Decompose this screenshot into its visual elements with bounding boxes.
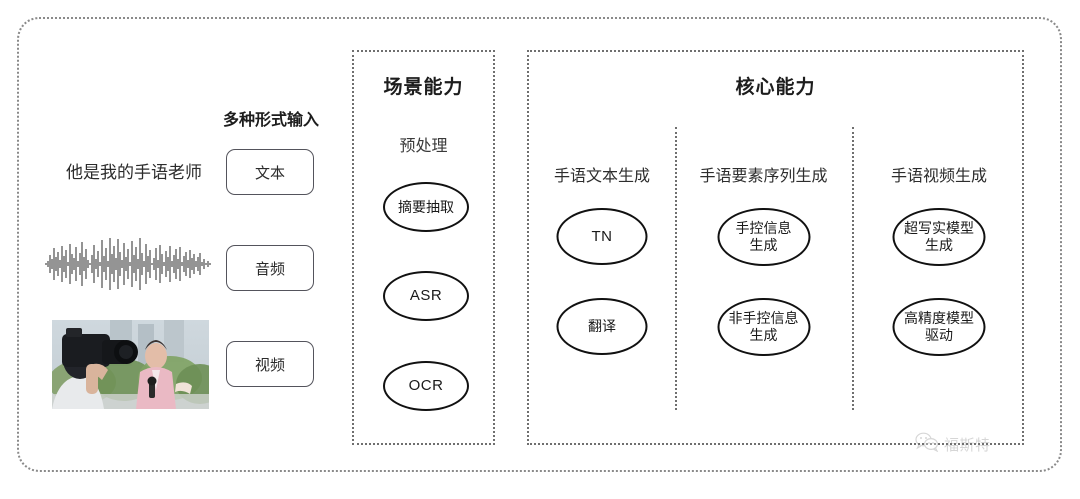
core-column-sign-text: 手语文本生成 TN 翻译 xyxy=(529,52,675,443)
core-column-sign-elements: 手语要素序列生成 手控信息 生成 非手控信息 生成 xyxy=(675,52,852,443)
core-column-sign-video: 手语视频生成 超写实模型 生成 高精度模型 驱动 xyxy=(852,52,1026,443)
node-label-line2: 驱动 xyxy=(925,327,953,343)
video-thumbnail xyxy=(52,320,209,409)
node-ocr[interactable]: OCR xyxy=(383,361,469,411)
audio-waveform-icon xyxy=(44,236,212,292)
node-translation[interactable]: 翻译 xyxy=(556,298,648,355)
node-summary-extraction[interactable]: 摘要抽取 xyxy=(383,182,469,232)
core-column-heading: 手语要素序列生成 xyxy=(699,168,828,185)
diagram-outer-frame xyxy=(17,17,1062,472)
node-label: OCR xyxy=(408,377,444,395)
core-column-heading: 手语视频生成 xyxy=(890,168,987,185)
waveform-svg xyxy=(45,238,211,290)
node-label-line1: 高精度模型 xyxy=(904,310,974,327)
node-label: ASR xyxy=(409,287,443,305)
wechat-icon xyxy=(915,432,939,457)
panel-scene-subtitle: 预处理 xyxy=(399,138,448,155)
core-column-divider-2 xyxy=(852,127,854,410)
watermark-text: 福斯特 xyxy=(944,437,991,454)
panel-core-title: 核心能力 xyxy=(735,77,816,98)
node-asr[interactable]: ASR xyxy=(383,271,469,321)
panel-scene-title: 场景能力 xyxy=(383,77,464,98)
node-label-line2: 生成 xyxy=(749,327,778,343)
input-pill-text[interactable]: 文本 xyxy=(226,149,314,195)
node-high-precision-model-driving[interactable]: 高精度模型 驱动 xyxy=(892,298,986,356)
panel-scene-capability: 场景能力 预处理 摘要抽取 ASR OCR xyxy=(352,50,495,445)
input-sentence-text: 他是我的手语老师 xyxy=(66,163,202,182)
panel-core-capability: 核心能力 手语文本生成 TN 翻译 手语要素序列生成 手控信息 生成 xyxy=(527,50,1024,445)
core-column-divider-1 xyxy=(675,127,677,410)
input-pill-audio[interactable]: 音频 xyxy=(226,245,314,291)
node-label: 摘要抽取 xyxy=(398,198,454,215)
node-label-line2: 生成 xyxy=(925,237,953,253)
video-thumbnail-svg xyxy=(52,320,209,409)
node-label-line2: 生成 xyxy=(749,237,778,253)
node-label-line1: 非手控信息 xyxy=(728,310,799,327)
node-label: TN xyxy=(591,227,613,245)
node-manual-feature-generation[interactable]: 手控信息 生成 xyxy=(717,208,810,266)
node-label-line1: 超写实模型 xyxy=(904,220,974,237)
node-non-manual-feature-generation[interactable]: 非手控信息 生成 xyxy=(717,298,810,356)
watermark: 福斯特 xyxy=(915,432,991,457)
input-pill-video[interactable]: 视频 xyxy=(226,341,314,387)
node-label-line1: 手控信息 xyxy=(735,220,792,237)
node-photoreal-model-generation[interactable]: 超写实模型 生成 xyxy=(892,208,986,266)
wechat-icon-svg xyxy=(915,432,939,453)
inputs-section-label: 多种形式输入 xyxy=(222,112,319,129)
node-label: 翻译 xyxy=(588,318,616,335)
node-tn[interactable]: TN xyxy=(556,208,648,265)
core-column-heading: 手语文本生成 xyxy=(553,168,650,185)
